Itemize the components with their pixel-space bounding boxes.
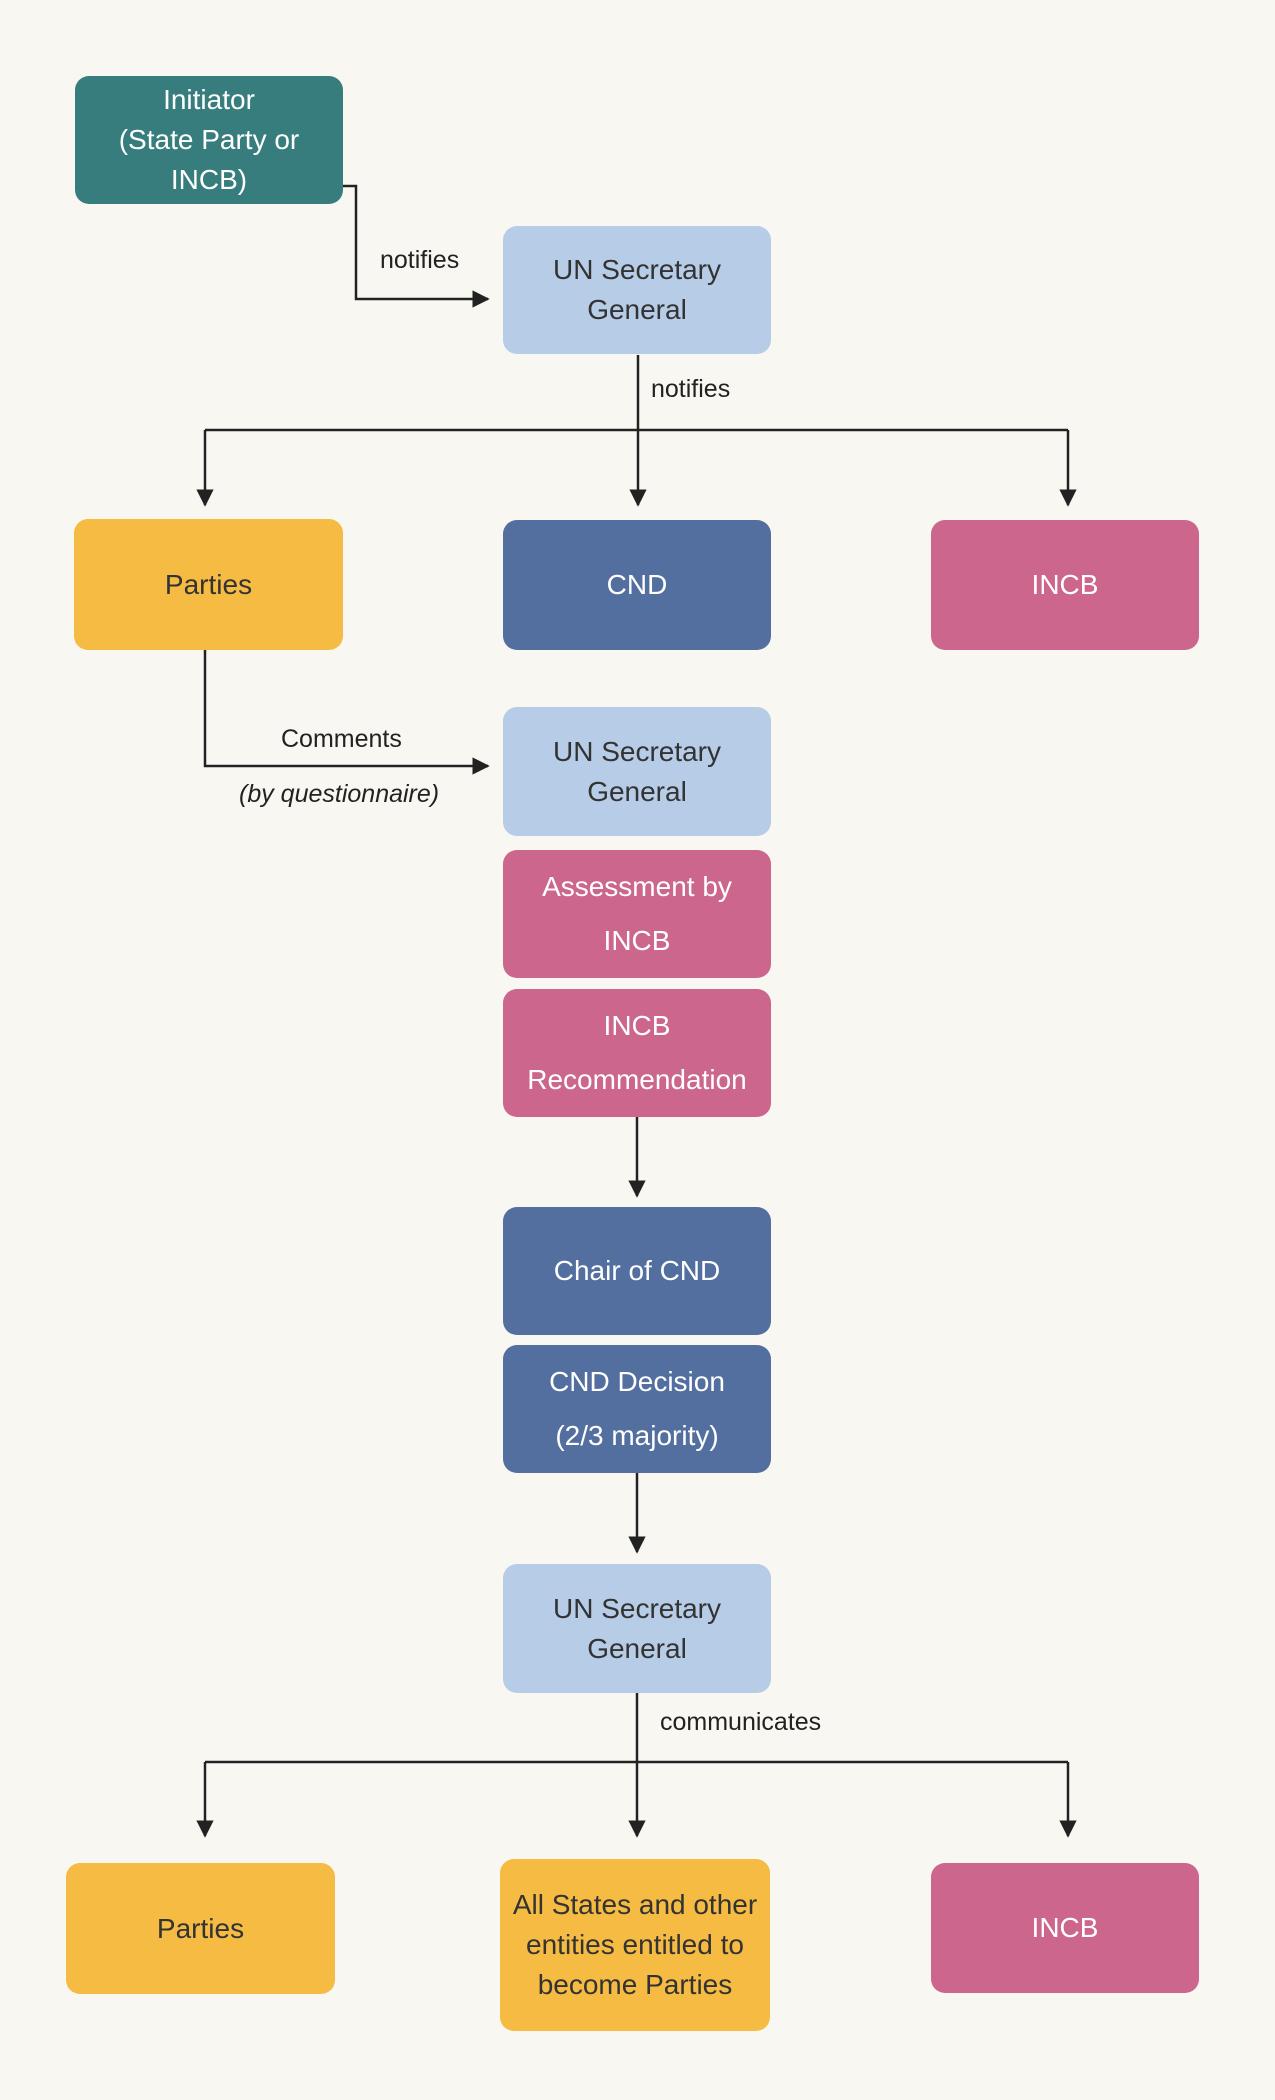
- parties-box-2: Parties: [66, 1863, 335, 1994]
- incb-box-1: INCB: [931, 520, 1199, 650]
- parties-1-label: Parties: [164, 568, 253, 600]
- recommendation-line2: Recommendation: [527, 1063, 747, 1095]
- all-states-line3: become Parties: [537, 1969, 733, 2000]
- assessment-line2: INCB: [603, 924, 671, 956]
- cnd-1-label: CND: [606, 569, 668, 600]
- un-secretary-general-box-1: UN Secretary General: [503, 226, 771, 354]
- cnd-decision-box: CND Decision (2/3 majority): [503, 1345, 771, 1473]
- label-comments: Comments: [281, 725, 402, 753]
- un-secretary-general-box-2: UN Secretary General: [503, 707, 771, 836]
- incb-2-label: INCB: [1031, 1912, 1099, 1943]
- parties-2-label: Parties: [156, 1912, 245, 1944]
- recommendation-line1: INCB: [603, 1010, 671, 1042]
- parties-box-1: Parties: [74, 519, 343, 650]
- cnd-decision-line2: (2/3 majority): [555, 1419, 719, 1451]
- cnd-box-1: CND: [503, 520, 771, 650]
- label-communicates: communicates: [660, 1708, 822, 1736]
- all-states-line1: All States and other: [512, 1889, 758, 1920]
- incb-1-label: INCB: [1031, 569, 1099, 600]
- assessment-line1: Assessment by: [542, 871, 732, 903]
- un-sg-3-line2: General: [587, 1632, 687, 1664]
- all-states-box: All States and other entities entitled t…: [500, 1859, 770, 2031]
- incb-recommendation-box: INCB Recommendation: [503, 989, 771, 1117]
- incb-box-2: INCB: [931, 1863, 1199, 1993]
- chair-of-cnd-box: Chair of CND: [503, 1207, 771, 1335]
- un-sg-3-line1: UN Secretary: [552, 1592, 722, 1624]
- un-sg-2-line2: General: [587, 775, 687, 807]
- all-states-line2: entities entitled to: [526, 1929, 744, 1960]
- label-by-questionnaire: (by questionnaire): [239, 780, 440, 808]
- un-secretary-general-box-3: UN Secretary General: [503, 1564, 771, 1693]
- initiator-subtitle: (State Party or INCB): [118, 124, 300, 195]
- cnd-decision-line1: CND Decision: [549, 1366, 725, 1398]
- un-sg-1-line1: UN Secretary: [552, 254, 722, 285]
- label-notifies-2: notifies: [651, 375, 731, 403]
- assessment-by-incb-box: Assessment by INCB: [503, 850, 771, 978]
- initiator-box: Initiator (State Party or INCB): [75, 76, 343, 204]
- edge-initiator-to-un-sg: [342, 184, 490, 308]
- un-sg-2-line1: UN Secretary: [552, 735, 722, 767]
- edge-parties-to-un-sg: [203, 650, 490, 775]
- label-notifies-1: notifies: [380, 246, 460, 274]
- un-sg-1-line2: General: [587, 294, 687, 325]
- initiator-title: Initiator: [163, 84, 255, 115]
- chair-cnd-label: Chair of CND: [553, 1255, 721, 1286]
